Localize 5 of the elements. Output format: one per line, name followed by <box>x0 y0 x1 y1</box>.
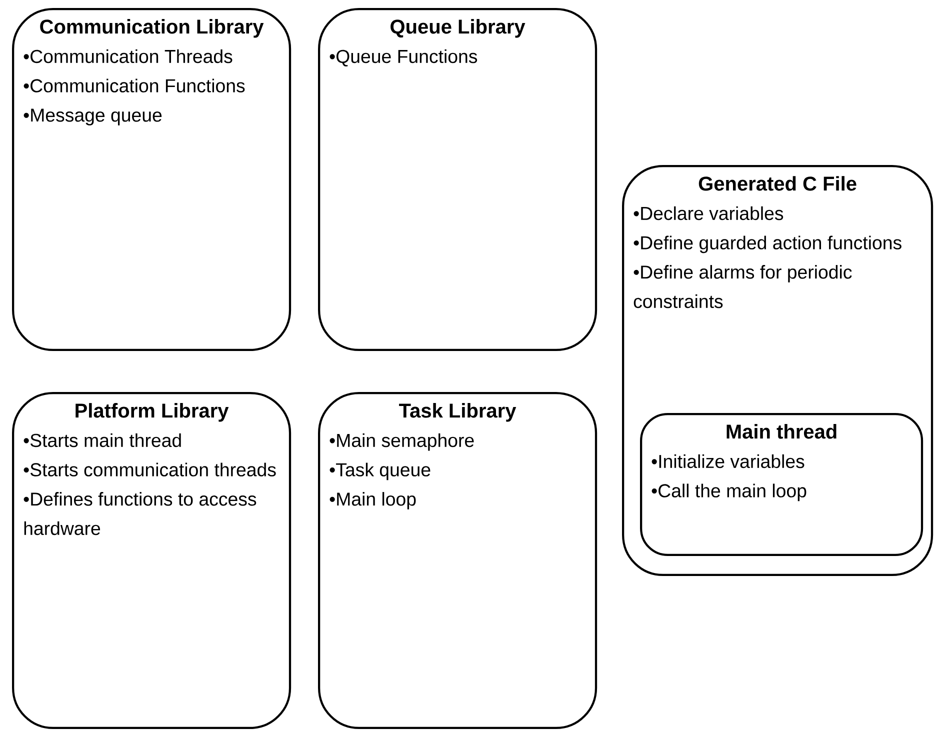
library-box: Platform Library •Starts main thread •Starts communication threads •Defines functions to access hardware <box>12 392 292 730</box>
library-box: Communication Library •Communication Threads •Communication Functions •Message queue <box>12 8 292 352</box>
library-box: Queue Library •Queue Functions <box>318 8 598 352</box>
thread-box: Main thread •Initialize variables •Call the main loop <box>640 413 924 556</box>
library-box: Task Library •Main semaphore •Task queue •Main loop <box>318 392 598 730</box>
